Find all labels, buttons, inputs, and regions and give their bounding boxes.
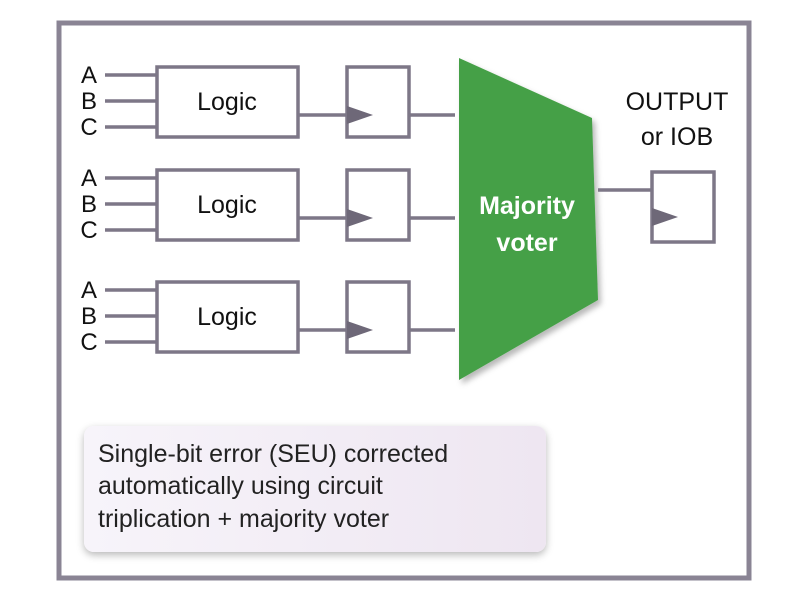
note-box: Single-bit error (SEU) corrected automat…	[84, 426, 546, 552]
logic-label: Logic	[197, 303, 257, 331]
input-label-a: A	[81, 62, 97, 89]
logic-block	[155, 65, 300, 139]
input-label-c: C	[80, 114, 97, 141]
flip-flop	[345, 168, 411, 242]
input-label-c: C	[80, 329, 97, 356]
output-flip-flop	[650, 170, 716, 244]
note-line: automatically using circuit	[98, 472, 383, 501]
logic-block	[155, 168, 300, 242]
voter-label-line2: voter	[496, 229, 557, 257]
input-label-a: A	[81, 165, 97, 192]
output-label-line2: or IOB	[641, 123, 713, 151]
clock-triangle-icon	[347, 321, 373, 339]
logic-label: Logic	[197, 88, 257, 116]
logic-label: Logic	[197, 191, 257, 219]
input-label-b: B	[81, 303, 97, 330]
note-line: Single-bit error (SEU) corrected	[98, 440, 449, 468]
flip-flop	[345, 280, 411, 354]
input-label-a: A	[81, 277, 97, 304]
note-line: triplication + majority voter	[98, 504, 390, 533]
clock-triangle-icon	[347, 209, 373, 227]
clock-triangle-icon	[347, 106, 373, 124]
input-label-c: C	[80, 217, 97, 244]
logic-row-2: A B C Logic	[80, 165, 455, 244]
output-stage: OUTPUT or IOB	[598, 88, 729, 244]
voter-label-line1: Majority	[479, 192, 575, 220]
input-label-b: B	[81, 88, 97, 115]
input-label-b: B	[81, 191, 97, 218]
output-label-line1: OUTPUT	[626, 88, 729, 116]
logic-row-1: A B C Logic	[80, 62, 455, 141]
logic-row-3: A B C Logic	[80, 277, 455, 356]
majority-voter: Majority voter	[459, 58, 598, 380]
logic-block	[155, 280, 300, 354]
voter-shape	[459, 58, 598, 380]
clock-triangle-icon	[652, 208, 678, 226]
flip-flop	[345, 65, 411, 139]
